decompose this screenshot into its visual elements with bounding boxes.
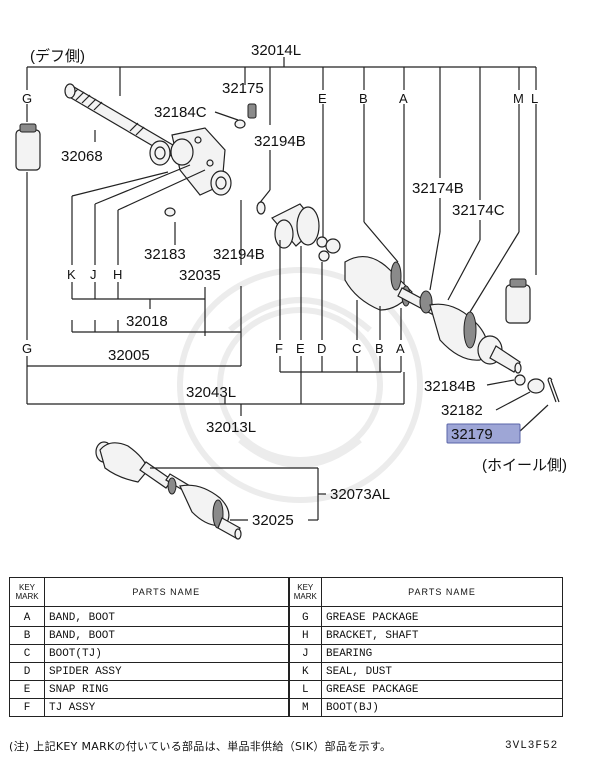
key-mark-g-bottom: G xyxy=(22,341,32,356)
middle-bracket-lines xyxy=(71,164,242,366)
nut-32183 xyxy=(164,207,176,217)
bj-boot xyxy=(419,290,488,361)
tj-boot xyxy=(344,255,413,311)
callout-32174c: 32174C xyxy=(452,202,505,219)
key-mark-legend-table: KEY MARK PARTS NAME KEY MARK PARTS NAME … xyxy=(9,577,563,717)
part-name-cell: SNAP RING xyxy=(44,680,289,699)
part-name-cell: BRACKET, SHAFT xyxy=(321,626,563,645)
key-cell: B xyxy=(9,626,45,645)
key-cell: D xyxy=(9,662,45,681)
legend-row: B BAND, BOOT H BRACKET, SHAFT xyxy=(9,626,563,645)
key-cell: F xyxy=(9,698,45,717)
callout-32005: 32005 xyxy=(108,347,150,364)
part-name-cell: BOOT(TJ) xyxy=(44,644,289,663)
part-name-cell: BEARING xyxy=(321,644,563,663)
bolt-and-washer xyxy=(234,103,257,129)
inner-shaft xyxy=(64,83,179,157)
key-cell: G xyxy=(287,606,322,627)
callout-32174b: 32174B xyxy=(412,180,464,197)
key-cell: E xyxy=(9,680,45,699)
part-name-cell: BAND, BOOT xyxy=(44,606,289,627)
key-mark-k: K xyxy=(67,267,76,282)
legend-row: C BOOT(TJ) J BEARING xyxy=(9,644,563,663)
key-cell: K xyxy=(287,662,322,681)
footnote: (注) 上記KEY MARKの付いている部品は、単品非供給（SIK）部品を示す。 xyxy=(9,740,392,753)
wheel-side-label: (ホイール側) xyxy=(482,457,567,474)
callout-32013l: 32013L xyxy=(206,419,256,436)
legend-row: F TJ ASSY M BOOT(BJ) xyxy=(9,698,563,717)
key-mark-h: H xyxy=(113,267,122,282)
spider-assembly xyxy=(316,236,341,262)
key-cell: M xyxy=(287,698,322,717)
legend-row: D SPIDER ASSY K SEAL, DUST xyxy=(9,662,563,681)
figure-code: 3VL3F52 xyxy=(505,740,559,752)
callout-32179: 32179 xyxy=(451,426,493,443)
callout-32184b: 32184B xyxy=(424,378,476,395)
assembly-bracket-lines xyxy=(150,467,326,521)
hub-fasteners xyxy=(514,374,560,403)
legend-name-header: PARTS NAME xyxy=(321,577,563,607)
part-name-cell: SEAL, DUST xyxy=(321,662,563,681)
part-name-cell: BOOT(BJ) xyxy=(321,698,563,717)
key-cell: J xyxy=(287,644,322,663)
key-mark-b-bottom: B xyxy=(375,341,384,356)
callout-32183: 32183 xyxy=(144,246,186,263)
key-cell: C xyxy=(9,644,45,663)
callout-32014l: 32014L xyxy=(251,42,301,59)
callout-32025: 32025 xyxy=(252,512,294,529)
callout-32073al: 32073AL xyxy=(330,486,390,503)
key-mark-g-top: G xyxy=(22,91,32,106)
watermark-emblem xyxy=(177,267,423,503)
legend-key-header: KEY MARK xyxy=(9,577,45,607)
key-mark-c: C xyxy=(352,341,361,356)
complete-shaft-assembly xyxy=(95,441,242,540)
callout-32182: 32182 xyxy=(441,402,483,419)
key-mark-e-bottom: E xyxy=(296,341,305,356)
key-mark-m-top: M xyxy=(513,91,524,106)
legend-key-header: KEY MARK xyxy=(287,577,322,607)
key-cell: H xyxy=(287,626,322,645)
key-cell: L xyxy=(287,680,322,699)
part-name-cell: TJ ASSY xyxy=(44,698,289,717)
legend-header-row: KEY MARK PARTS NAME KEY MARK PARTS NAME xyxy=(9,577,563,607)
top-bracket-lines xyxy=(26,57,537,313)
legend-row: A BAND, BOOT G GREASE PACKAGE xyxy=(9,606,563,627)
key-mark-f: F xyxy=(275,341,283,356)
callout-32043l: 32043L xyxy=(186,384,236,401)
legend-row: E SNAP RING L GREASE PACKAGE xyxy=(9,680,563,699)
key-mark-a-top: A xyxy=(399,91,408,106)
exploded-parts-diagram: (デフ側) (ホイール側) G E B A M L xyxy=(15,42,567,540)
part-name-cell: GREASE PACKAGE xyxy=(321,680,563,699)
shaft-bracket-assembly xyxy=(149,127,232,196)
tj-housing xyxy=(271,203,320,249)
callout-32175: 32175 xyxy=(222,80,264,97)
key-mark-j: J xyxy=(90,267,97,282)
highlight-32179 xyxy=(446,423,521,444)
diff-side-label: (デフ側) xyxy=(30,47,85,65)
callout-32184c: 32184C xyxy=(154,104,207,121)
snap-ring-32194b xyxy=(256,201,266,215)
callout-32068: 32068 xyxy=(61,148,103,165)
grease-package-l xyxy=(505,278,531,324)
key-mark-e-top: E xyxy=(318,91,327,106)
key-mark-d: D xyxy=(317,341,326,356)
key-mark-l-top: L xyxy=(531,91,538,106)
bottom-bracket-lines xyxy=(26,172,549,433)
part-name-cell: GREASE PACKAGE xyxy=(321,606,563,627)
key-mark-b-top: B xyxy=(359,91,368,106)
callout-32194b-top: 32194B xyxy=(254,133,306,150)
callout-32018: 32018 xyxy=(126,313,168,330)
key-cell: A xyxy=(9,606,45,627)
legend-name-header: PARTS NAME xyxy=(44,577,289,607)
outer-joint xyxy=(477,335,522,374)
part-name-cell: SPIDER ASSY xyxy=(44,662,289,681)
part-name-cell: BAND, BOOT xyxy=(44,626,289,645)
key-mark-a-bottom: A xyxy=(396,341,405,356)
callout-32194b-mid: 32194B xyxy=(213,246,265,263)
grease-package-g xyxy=(15,123,41,171)
callout-32035: 32035 xyxy=(179,267,221,284)
